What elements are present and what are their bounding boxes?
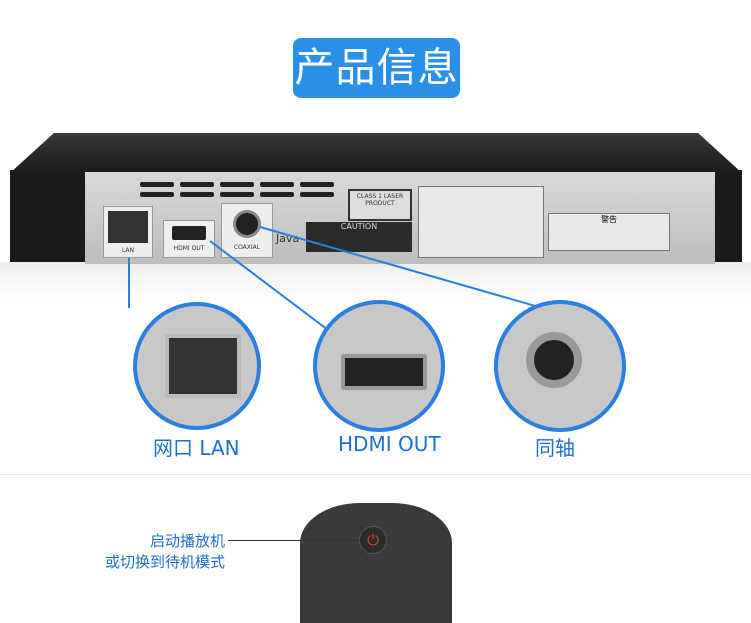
lan-zoom-circle (133, 302, 261, 430)
remote-pointer-line (228, 540, 360, 541)
hdmi-port-label: HDMI OUT (173, 245, 205, 252)
callout-label-hdmi: HDMI OUT (338, 432, 441, 456)
remote-label-line2: 或切换到待机模式 (104, 553, 225, 571)
callout-label-lan: 网口 LAN (153, 436, 240, 460)
power-icon: ⏻ (359, 526, 387, 554)
callout-line-lan (128, 258, 130, 308)
laser-label: CLASS 1 LASER PRODUCT (348, 189, 412, 221)
lan-port-label: LAN (121, 247, 135, 254)
divider (0, 474, 751, 475)
coaxial-port: COAXIAL (221, 203, 273, 258)
remote-control (300, 503, 452, 623)
coaxial-zoom-circle (494, 300, 626, 432)
hdmi-zoom-circle (313, 300, 445, 432)
vents (140, 182, 334, 197)
callout-label-coaxial: 同轴 (535, 436, 575, 460)
coaxial-port-label: COAXIAL (233, 244, 261, 251)
player-top-cover (10, 133, 742, 173)
remote-label-line1: 启动播放机 (149, 532, 225, 550)
hdmi-port: HDMI OUT (163, 220, 215, 258)
warning-label: 警告 (548, 213, 670, 251)
lan-port: LAN (103, 206, 153, 258)
page-title: 产品信息 (293, 38, 460, 98)
caution-label: CAUTION (306, 222, 412, 252)
info-label (418, 186, 544, 258)
